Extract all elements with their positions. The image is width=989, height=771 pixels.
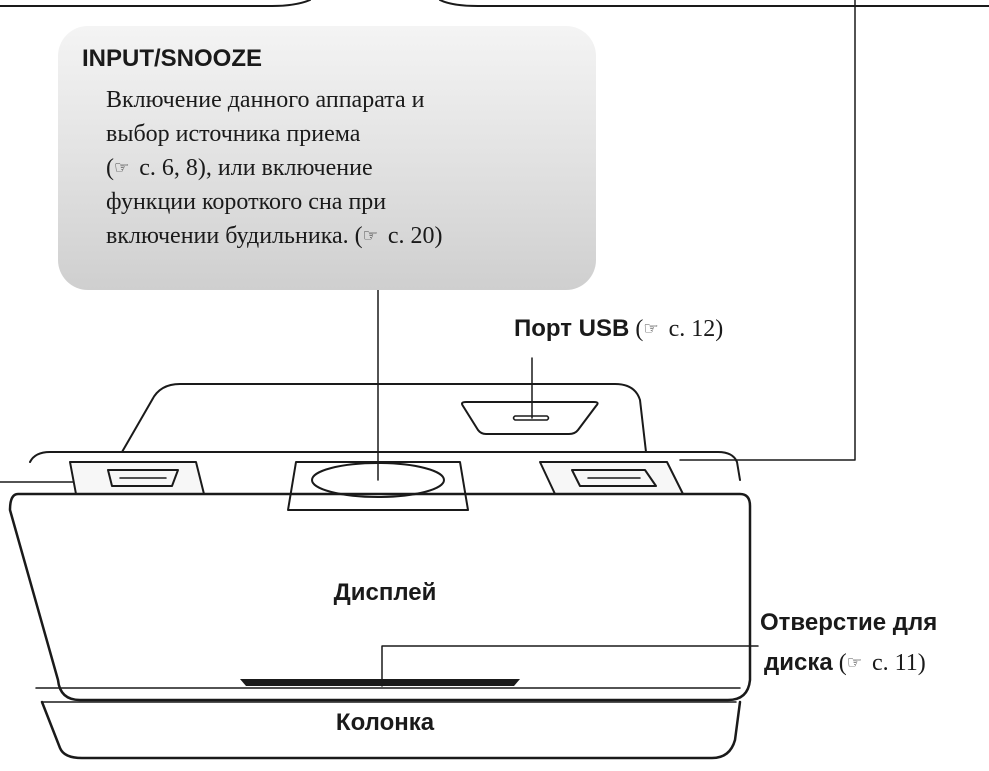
pointing-hand-reference-icon: ☞ bbox=[114, 158, 130, 178]
callout-line-3-text: с. 6, 8), или включение bbox=[139, 155, 373, 181]
upper-left-shape-edge bbox=[0, 0, 311, 7]
device-upper-deck bbox=[29, 451, 741, 481]
usb-port-label: Порт USB(☞ с. 12) bbox=[514, 314, 723, 347]
pointing-hand-reference-icon: ☞ bbox=[846, 653, 862, 673]
callout-line-3-paren: ( bbox=[106, 155, 114, 181]
callout-line-2: выбор источника приема bbox=[106, 121, 361, 147]
disc-slot-paren: ( bbox=[838, 650, 847, 676]
callout-line-5-text: включении будильника. ( bbox=[106, 223, 363, 249]
disc-slot-ref: с. 11) bbox=[871, 650, 926, 676]
device-top-housing bbox=[121, 383, 647, 453]
callout-line-3: (☞ с. 6, 8), или включение bbox=[106, 152, 373, 184]
callout-line-5-ref: с. 20) bbox=[387, 223, 443, 249]
right-button-leader-line bbox=[679, 0, 856, 461]
pointing-hand-reference-icon: ☞ bbox=[362, 226, 378, 246]
callout-line-4: функции короткого сна при bbox=[106, 189, 387, 215]
callout-line-5: включении будильника. (☞ с. 20) bbox=[106, 220, 443, 252]
usb-connector bbox=[512, 415, 550, 421]
disc-slot-leader-line bbox=[381, 645, 759, 687]
usb-port-name: Порт USB bbox=[514, 315, 630, 342]
usb-port-paren: ( bbox=[635, 316, 644, 342]
disc-slot-name: диска bbox=[764, 649, 833, 676]
pointing-hand-reference-icon: ☞ bbox=[643, 319, 659, 339]
display-label: Дисплей bbox=[333, 579, 437, 606]
disc-slot-label-line-2: диска(☞ с. 11) bbox=[764, 648, 926, 681]
usb-port-recess bbox=[461, 401, 599, 435]
disc-slot bbox=[240, 679, 520, 686]
disc-slot-label-line-1: Отверстие для bbox=[760, 609, 938, 636]
callout-title: INPUT/SNOOZE bbox=[82, 45, 263, 72]
callout-line-1: Включение данного аппарата и bbox=[106, 87, 425, 113]
speaker-label: Колонка bbox=[335, 709, 435, 736]
display-panel bbox=[8, 492, 752, 702]
input-snooze-callout bbox=[58, 26, 596, 290]
usb-port-ref: с. 12) bbox=[668, 316, 724, 342]
speaker-section bbox=[40, 700, 742, 760]
upper-right-shape-edge bbox=[439, 0, 989, 7]
